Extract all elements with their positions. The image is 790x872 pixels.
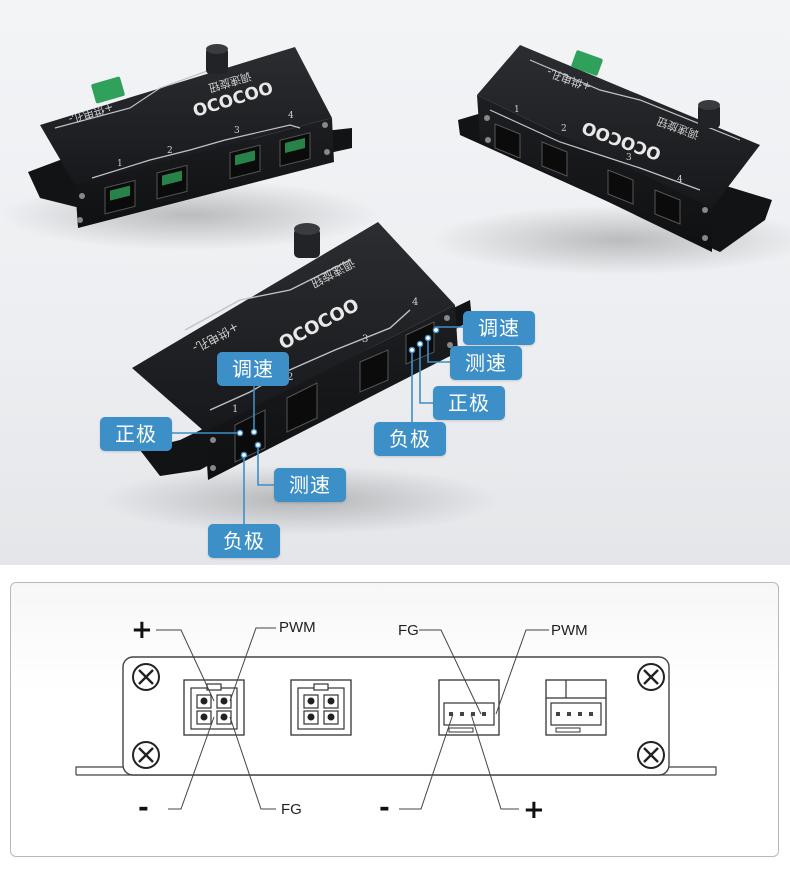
right-plus-sign: +: [523, 795, 545, 825]
callout-left-positive: 正极: [100, 417, 172, 451]
callout-left-negative: 负极: [208, 524, 280, 558]
connector-molex-2: [290, 679, 352, 736]
port-number: 1: [514, 105, 520, 115]
controller-top-right: OCOCOO +供电孔- 调速旋钮 1 2 3 4: [430, 45, 790, 275]
controller-center: OCOCOO +供电孔- 调速旋钮 1 2 3 4: [100, 222, 500, 535]
left-fg-label: FG: [281, 801, 302, 818]
port-number: 2: [287, 372, 293, 383]
callout-left-speed: 调速: [217, 352, 289, 386]
screw-icon: [132, 741, 160, 769]
port-number: 3: [234, 126, 240, 136]
power-terminal: [91, 76, 125, 104]
port-number: 4: [412, 297, 418, 308]
connector-header-4: [545, 679, 607, 736]
diagram-leaders: [156, 627, 549, 810]
screw-icon: [637, 741, 665, 769]
power-terminal: [571, 50, 603, 76]
port-number: 4: [288, 111, 294, 121]
right-minus-sign: -: [379, 793, 390, 823]
port-number: 3: [626, 153, 632, 163]
callout-right-negative: 负极: [374, 422, 446, 456]
product-illustration: OCOCOO +供电孔- 调速旋钮 1 2 3 4: [0, 44, 790, 535]
connector-molex-1: [183, 679, 245, 736]
left-minus-sign: -: [138, 793, 149, 823]
right-pwm-label: PWM: [551, 622, 588, 639]
port-number: 4: [677, 175, 683, 185]
wiring-diagram: + PWM - FG FG PWM - +: [10, 582, 779, 857]
callout-left-tach: 测速: [274, 468, 346, 502]
right-fg-label: FG: [398, 622, 419, 639]
screw-icon: [637, 663, 665, 691]
callout-right-tach: 测速: [450, 346, 522, 380]
port-number: 1: [117, 159, 123, 169]
port-number: 3: [362, 334, 368, 345]
screw-icon: [132, 663, 160, 691]
controller-top-left: OCOCOO +供电孔- 调速旋钮 1 2 3 4: [0, 44, 380, 250]
diagram-drawing: [75, 627, 717, 810]
port-number: 2: [561, 124, 567, 134]
port-number: 1: [232, 404, 238, 415]
left-pwm-label: PWM: [279, 619, 316, 636]
callout-right-positive: 正极: [433, 386, 505, 420]
callout-right-speed: 调速: [463, 311, 535, 345]
product-photo: OCOCOO +供电孔- 调速旋钮 1 2 3 4: [0, 0, 790, 565]
left-plus-sign: +: [131, 615, 153, 645]
port-number: 2: [167, 146, 173, 156]
